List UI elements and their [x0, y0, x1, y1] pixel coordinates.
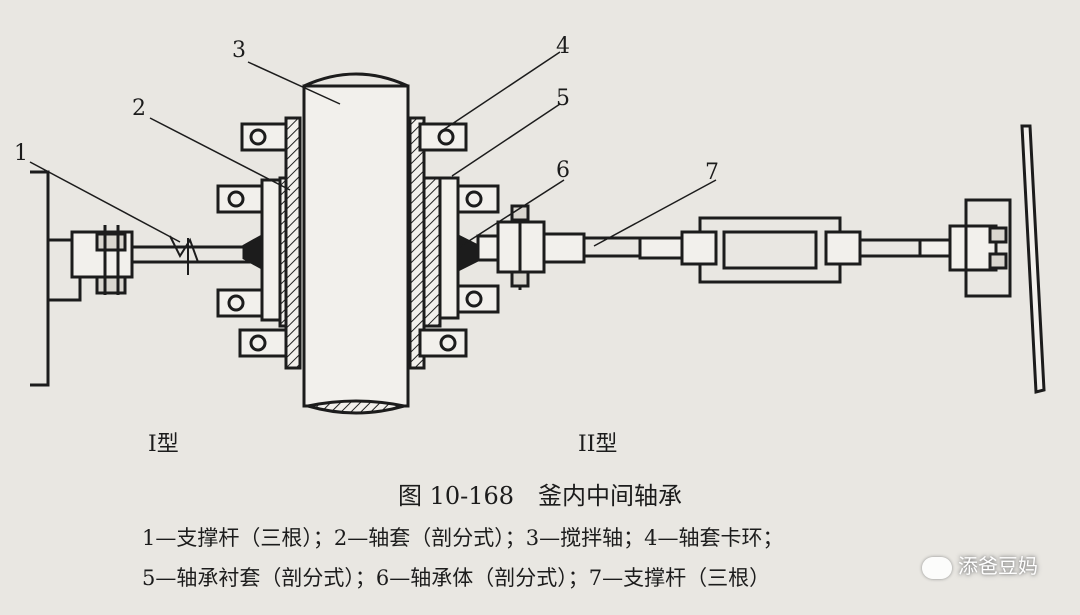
- watermark-text: 添爸豆妈: [958, 554, 1038, 578]
- legend-line-2: 5—轴承衬套（剖分式）；6—轴承体（剖分式）；7—支撑杆（三根）: [142, 566, 771, 590]
- support-rod-7: [476, 204, 684, 290]
- bearing-diagram: [29, 51, 1046, 415]
- right-wall-bracket: [948, 124, 1046, 394]
- legend-line-1: 1—支撑杆（三根）；2—轴套（剖分式）；3—搅拌轴；4—轴套卡环；: [142, 526, 784, 550]
- callout-4: 4: [556, 34, 570, 59]
- type-label-1: I型: [148, 432, 179, 457]
- support-rod-1: [132, 235, 262, 275]
- left-wall-bracket: [30, 170, 134, 387]
- callout-2: 2: [132, 96, 146, 121]
- right-collar: [418, 122, 500, 358]
- turnbuckle: [680, 216, 952, 284]
- type-label-2: II型: [578, 432, 618, 457]
- callout-3: 3: [232, 38, 246, 63]
- agitator-shaft: [302, 72, 410, 415]
- callout-1: 1: [14, 141, 28, 166]
- leader-lines: [29, 51, 717, 249]
- watermark: 添爸豆妈: [922, 550, 1038, 579]
- callout-5: 5: [556, 86, 570, 111]
- callout-7: 7: [705, 160, 719, 185]
- shaft-sleeve: [278, 116, 442, 370]
- callout-6: 6: [556, 158, 570, 183]
- figure-caption: 图 10-168 釜内中间轴承: [397, 482, 683, 510]
- chat-icon: [922, 556, 952, 579]
